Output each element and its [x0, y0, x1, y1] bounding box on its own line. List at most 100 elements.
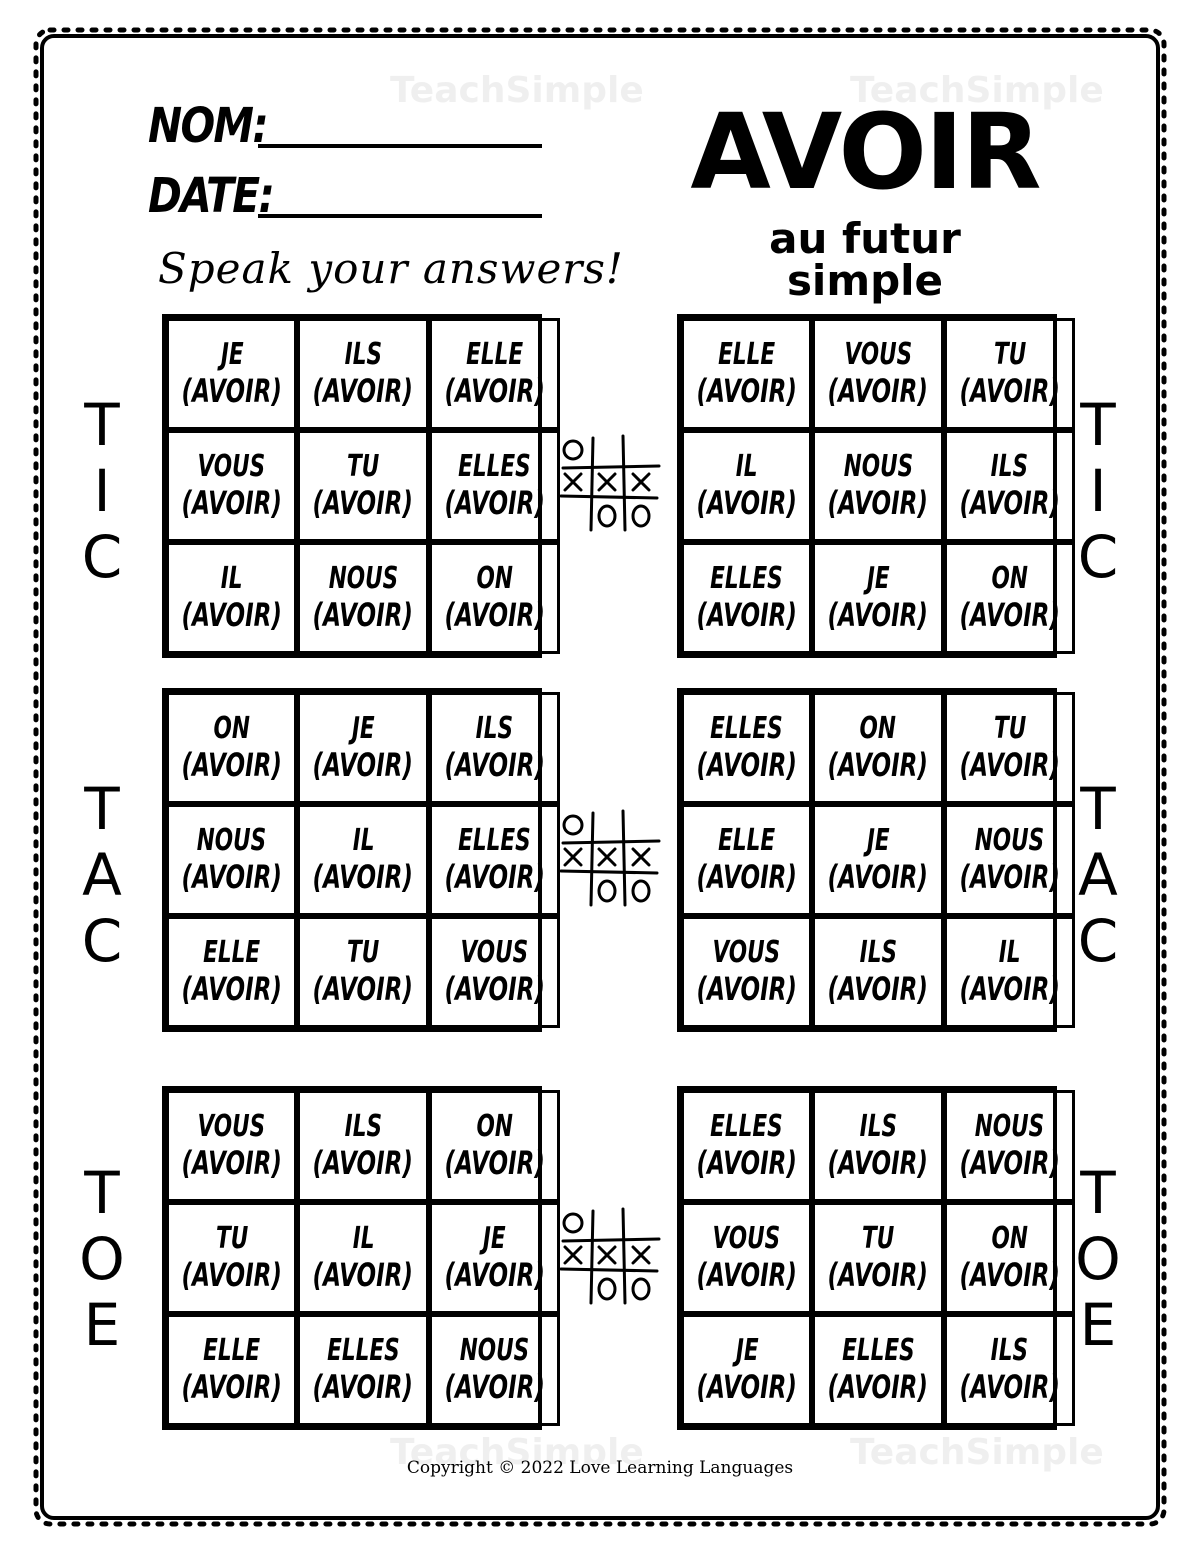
board-cell[interactable]: ILS(AVOIR): [297, 1090, 429, 1202]
board-cell[interactable]: VOUS(AVOIR): [166, 1090, 298, 1202]
verb-text: (AVOIR): [444, 969, 545, 1008]
board-cell[interactable]: ELLES(AVOIR): [297, 1314, 429, 1426]
board-cell[interactable]: ELLES(AVOIR): [428, 804, 561, 916]
board-cell[interactable]: JE(AVOIR): [428, 1202, 561, 1314]
game-board-tic-left: JE(AVOIR)ILS(AVOIR)ELLE(AVOIR)VOUS(AVOIR…: [162, 314, 561, 658]
board-cell[interactable]: NOUS(AVOIR): [812, 430, 944, 542]
verb-text: (AVOIR): [828, 595, 929, 634]
board-cell[interactable]: VOUS(AVOIR): [681, 1202, 813, 1314]
pronoun-text: ELLE: [203, 1333, 261, 1369]
board-cell[interactable]: ELLES(AVOIR): [681, 1090, 813, 1202]
board-cell[interactable]: TU(AVOIR): [943, 318, 1076, 430]
verb-text: (AVOIR): [959, 745, 1060, 784]
pronoun-text: ILS: [859, 1109, 897, 1145]
board-cell[interactable]: ILS(AVOIR): [428, 692, 561, 804]
pronoun-text: IL: [735, 449, 758, 485]
board-cell[interactable]: ILS(AVOIR): [812, 1090, 944, 1202]
board-cell[interactable]: ON(AVOIR): [166, 692, 298, 804]
tic-tac-toe-icon: [559, 809, 661, 907]
board-cell[interactable]: TU(AVOIR): [297, 430, 429, 542]
board-cell[interactable]: ON(AVOIR): [428, 1090, 561, 1202]
board-cell[interactable]: NOUS(AVOIR): [297, 542, 429, 654]
board-cell[interactable]: IL(AVOIR): [681, 430, 813, 542]
pronoun-text: NOUS: [459, 1333, 530, 1369]
board-cell[interactable]: JE(AVOIR): [812, 542, 944, 654]
tic-tac-toe-icon: [559, 1207, 661, 1305]
board-cell[interactable]: ON(AVOIR): [812, 692, 944, 804]
board-cell[interactable]: ELLE(AVOIR): [681, 318, 813, 430]
pronoun-text: JE: [866, 823, 890, 859]
verb-text: (AVOIR): [313, 595, 414, 634]
date-label: DATE:: [148, 168, 275, 224]
verb-text: (AVOIR): [444, 1143, 545, 1182]
verb-text: (AVOIR): [828, 1367, 929, 1406]
board-cell[interactable]: VOUS(AVOIR): [681, 916, 813, 1028]
board-cell[interactable]: NOUS(AVOIR): [943, 1090, 1076, 1202]
board-cell[interactable]: JE(AVOIR): [166, 318, 298, 430]
pronoun-text: ELLES: [710, 561, 784, 597]
board-cell[interactable]: ELLE(AVOIR): [166, 916, 298, 1028]
board-cell[interactable]: ELLES(AVOIR): [812, 1314, 944, 1426]
board-cell[interactable]: ELLES(AVOIR): [681, 542, 813, 654]
verb-text: (AVOIR): [696, 745, 797, 784]
pronoun-text: VOUS: [197, 449, 266, 485]
side-letter: T: [1080, 391, 1116, 459]
board-cell[interactable]: ILS(AVOIR): [812, 916, 944, 1028]
board-cell[interactable]: IL(AVOIR): [297, 804, 429, 916]
watermark: TeachSimple: [850, 1432, 1104, 1473]
side-letter: C: [81, 523, 123, 591]
board-cell[interactable]: ON(AVOIR): [428, 542, 561, 654]
board-cell[interactable]: ELLE(AVOIR): [428, 318, 561, 430]
board-cell[interactable]: ILS(AVOIR): [943, 1314, 1076, 1426]
board-cell[interactable]: ELLES(AVOIR): [428, 430, 561, 542]
game-board-tac-left: ON(AVOIR)JE(AVOIR)ILS(AVOIR)NOUS(AVOIR)I…: [162, 688, 561, 1032]
verb-text: (AVOIR): [181, 969, 282, 1008]
verb-text: (AVOIR): [181, 745, 282, 784]
date-line[interactable]: [258, 214, 542, 218]
board-cell[interactable]: TU(AVOIR): [943, 692, 1076, 804]
board-cell[interactable]: IL(AVOIR): [297, 1202, 429, 1314]
board-cell[interactable]: ILS(AVOIR): [297, 318, 429, 430]
board-cell[interactable]: TU(AVOIR): [297, 916, 429, 1028]
board-cell[interactable]: VOUS(AVOIR): [428, 916, 561, 1028]
verb-text: (AVOIR): [828, 1143, 929, 1182]
name-line[interactable]: [258, 144, 542, 148]
board-cell[interactable]: NOUS(AVOIR): [166, 804, 298, 916]
pronoun-text: ON: [213, 711, 250, 747]
board-cell[interactable]: VOUS(AVOIR): [812, 318, 944, 430]
board-cell[interactable]: JE(AVOIR): [297, 692, 429, 804]
board-cell[interactable]: NOUS(AVOIR): [943, 804, 1076, 916]
page-subtitle: au futur simple: [769, 214, 961, 305]
verb-text: (AVOIR): [696, 1143, 797, 1182]
verb-text: (AVOIR): [313, 371, 414, 410]
pronoun-text: VOUS: [712, 935, 781, 971]
board-cell[interactable]: VOUS(AVOIR): [166, 430, 298, 542]
board-cell[interactable]: TU(AVOIR): [166, 1202, 298, 1314]
verb-text: (AVOIR): [959, 595, 1060, 634]
board-cell[interactable]: IL(AVOIR): [943, 916, 1076, 1028]
pronoun-text: NOUS: [843, 449, 913, 485]
pronoun-text: NOUS: [328, 561, 398, 597]
board-cell[interactable]: NOUS(AVOIR): [428, 1314, 561, 1426]
verb-text: (AVOIR): [828, 857, 929, 896]
pronoun-text: ELLE: [203, 935, 261, 971]
board-cell[interactable]: JE(AVOIR): [812, 804, 944, 916]
board-cell[interactable]: ELLE(AVOIR): [166, 1314, 298, 1426]
verb-text: (AVOIR): [696, 595, 797, 634]
board-cell[interactable]: ON(AVOIR): [943, 542, 1076, 654]
pronoun-text: JE: [220, 337, 244, 373]
board-cell[interactable]: ELLE(AVOIR): [681, 804, 813, 916]
board-cell[interactable]: ELLES(AVOIR): [681, 692, 813, 804]
verb-text: (AVOIR): [696, 969, 797, 1008]
pronoun-text: ELLES: [710, 1109, 784, 1145]
side-letter: I: [93, 457, 111, 525]
verb-text: (AVOIR): [959, 969, 1060, 1008]
board-cell[interactable]: ON(AVOIR): [943, 1202, 1076, 1314]
pronoun-text: TU: [993, 337, 1026, 373]
verb-text: (AVOIR): [313, 1255, 414, 1294]
board-cell[interactable]: JE(AVOIR): [681, 1314, 813, 1426]
verb-text: (AVOIR): [696, 1367, 797, 1406]
board-cell[interactable]: IL(AVOIR): [166, 542, 298, 654]
board-cell[interactable]: ILS(AVOIR): [943, 430, 1076, 542]
board-cell[interactable]: TU(AVOIR): [812, 1202, 944, 1314]
